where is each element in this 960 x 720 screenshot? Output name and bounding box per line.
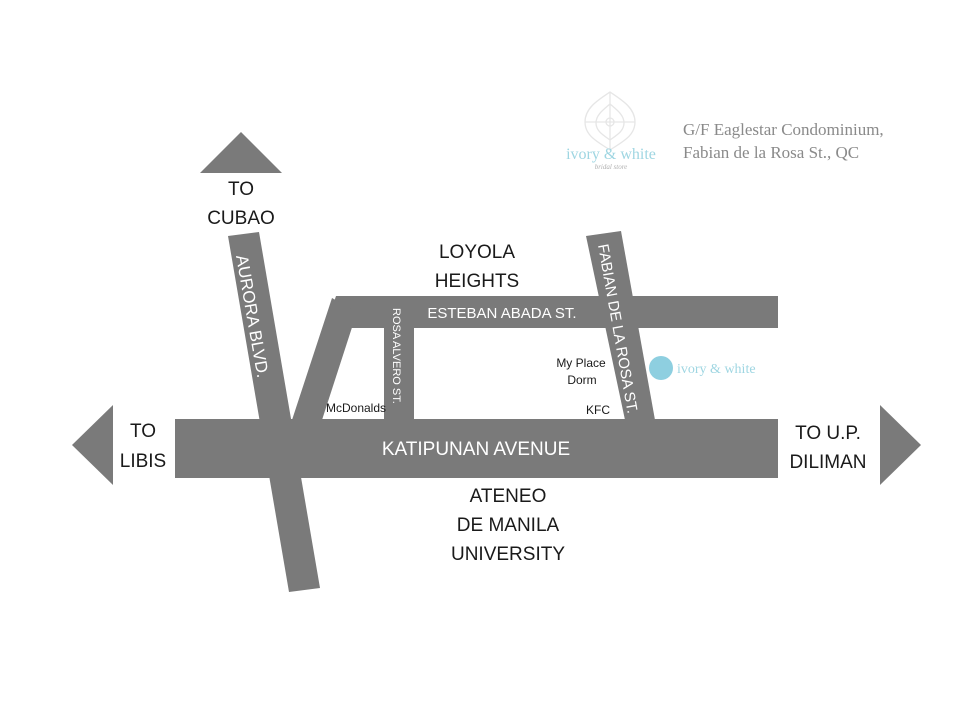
esteban-abada-label: ESTEBAN ABADA ST. (427, 305, 576, 322)
address-line-1: G/F Eaglestar Condominium, (683, 120, 884, 139)
kfc-label: KFC (586, 403, 610, 417)
to-cubao-line-2: CUBAO (207, 208, 275, 229)
rosa-alvero-label: ROSA ALVERO ST. (390, 308, 402, 404)
up-arrow-icon (200, 132, 282, 173)
loyola-heights-line-2: HEIGHTS (435, 271, 519, 292)
left-arrow-icon (72, 405, 113, 485)
address-line-2: Fabian de la Rosa St., QC (683, 143, 859, 162)
ateneo-line-3: UNIVERSITY (451, 544, 565, 565)
store-location-marker (649, 356, 673, 380)
ivory-white-logo: ivory & white bridal store (566, 91, 656, 171)
esteban-abada-street (325, 296, 778, 328)
right-arrow-icon (880, 405, 921, 485)
to-up-diliman-line-1: TO U.P. (795, 423, 861, 444)
rosa-alvero-street (384, 320, 414, 420)
ateneo-line-2: DE MANILA (457, 515, 560, 536)
ateneo-line-1: ATENEO (470, 486, 547, 507)
to-up-diliman-line-2: DILIMAN (789, 452, 866, 473)
fabian-de-la-rosa-street (586, 231, 655, 420)
mcdonalds-label: McDonalds (326, 401, 386, 415)
logo-name: ivory & white (566, 146, 656, 163)
aurora-boulevard (228, 232, 320, 592)
connector-road (292, 298, 357, 420)
my-place-line-2: Dorm (567, 373, 596, 387)
store-marker-label: ivory & white (677, 362, 756, 377)
logo-tagline: bridal store (595, 163, 628, 171)
to-libis-line-2: LIBIS (120, 451, 166, 472)
to-cubao-line-1: TO (228, 179, 254, 200)
lace-ornament-icon (584, 91, 636, 151)
loyola-heights-line-1: LOYOLA (439, 242, 515, 263)
katipunan-avenue-label: KATIPUNAN AVENUE (382, 439, 570, 460)
to-libis-line-1: TO (130, 421, 156, 442)
katipunan-avenue (175, 419, 778, 478)
my-place-line-1: My Place (556, 356, 606, 370)
